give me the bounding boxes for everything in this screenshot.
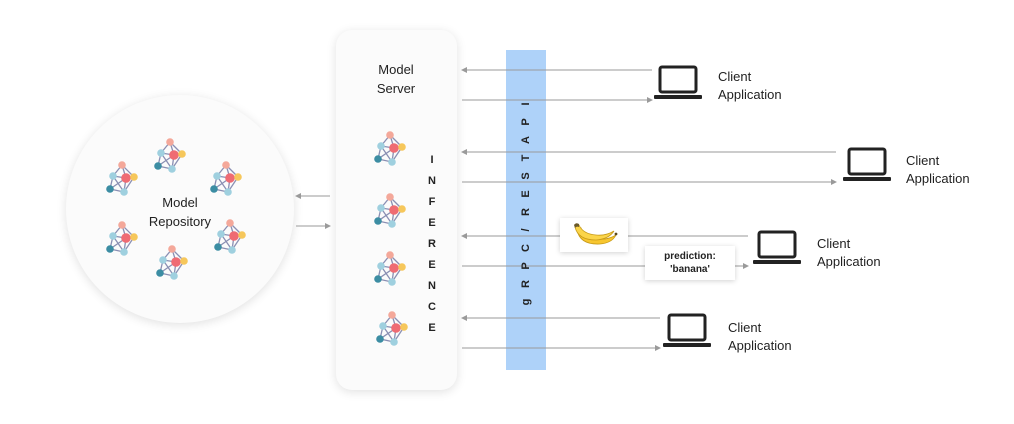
neural-network-icon	[105, 160, 139, 197]
client-application-label: Client Application	[718, 68, 782, 104]
client-label-line2: Application	[728, 338, 792, 353]
client-label-line1: Client	[906, 153, 940, 168]
inference-letter: N	[428, 280, 436, 292]
client-label-line1: Client	[728, 320, 762, 335]
inference-letter: F	[428, 196, 436, 208]
api-letter: C	[520, 244, 532, 252]
client-application-label: Client Application	[906, 152, 970, 188]
inference-letter: N	[428, 175, 436, 187]
neural-network-icon	[373, 130, 407, 167]
server-label-line1: Model	[378, 62, 414, 77]
api-letter: R	[520, 208, 532, 216]
api-bar	[506, 50, 546, 370]
api-letter: P	[520, 262, 532, 270]
client-application-label: Client Application	[728, 319, 792, 355]
inference-letter: C	[428, 301, 436, 313]
neural-network-icon	[375, 310, 409, 347]
model-server-label: Model Server	[356, 60, 436, 98]
api-label: I P A T S E R / C P R g	[516, 95, 536, 311]
api-letter: S	[520, 172, 532, 180]
client-label-line2: Application	[718, 87, 782, 102]
inference-letter: E	[428, 259, 436, 271]
inference-letter: R	[428, 238, 436, 250]
client-label-line2: Application	[906, 171, 970, 186]
api-letter: I	[520, 102, 532, 106]
neural-network-icon	[209, 160, 243, 197]
laptop-icon	[661, 313, 713, 349]
api-letter: /	[520, 228, 532, 232]
model-repository-circle	[66, 95, 294, 323]
laptop-icon	[652, 65, 704, 101]
api-letter: E	[520, 190, 532, 198]
repository-label-line1: Model	[162, 195, 198, 210]
inference-letter: E	[428, 322, 436, 334]
api-letter: T	[520, 154, 532, 162]
api-letter: A	[520, 136, 532, 144]
neural-network-icon	[373, 250, 407, 287]
neural-network-icon	[373, 192, 407, 229]
repository-label-line2: Repository	[148, 214, 212, 229]
client-application-label: Client Application	[817, 235, 881, 271]
inference-letter: E	[428, 217, 436, 229]
prediction-box: prediction: 'banana'	[645, 246, 735, 280]
client-label-line2: Application	[817, 254, 881, 269]
client-label-line1: Client	[718, 69, 752, 84]
inference-label: I N F E R E N C E	[424, 150, 440, 339]
model-repository-label: Model Repository	[120, 193, 240, 231]
api-letter: P	[520, 118, 532, 126]
laptop-icon	[751, 230, 803, 266]
neural-network-icon	[155, 244, 189, 281]
banana-icon	[574, 223, 618, 245]
api-letter: g	[520, 298, 532, 306]
prediction-label: prediction:	[664, 251, 716, 262]
client-label-line1: Client	[817, 236, 851, 251]
api-letter: R	[520, 280, 532, 288]
inference-letter: I	[430, 154, 434, 166]
neural-network-icon	[153, 137, 187, 174]
request-item-box	[560, 218, 628, 252]
prediction-value: 'banana'	[670, 264, 710, 275]
laptop-icon	[841, 147, 893, 183]
server-label-line2: Server	[376, 81, 416, 96]
